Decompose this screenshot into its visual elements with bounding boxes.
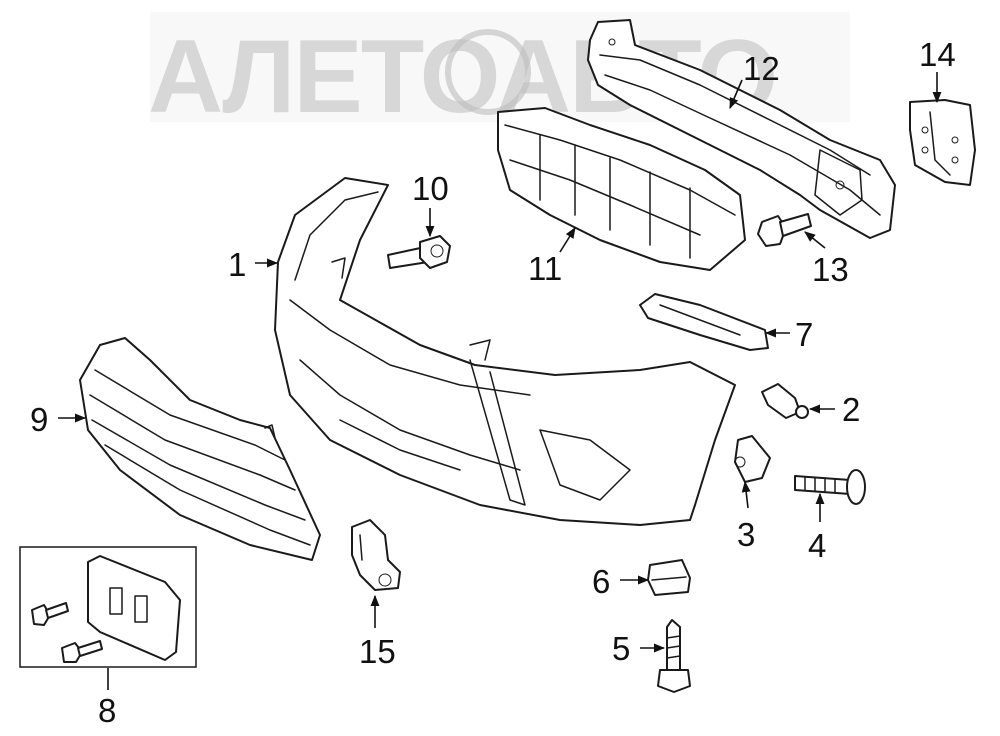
callout-6: 6 <box>592 563 610 600</box>
callout-15: 15 <box>359 633 396 670</box>
watermark-gear-icon <box>445 29 531 115</box>
callout-12: 12 <box>743 50 780 87</box>
callout-7: 7 <box>795 316 813 353</box>
bolt-10 <box>387 235 451 269</box>
license-bracket-kit <box>19 546 197 668</box>
side-clip <box>351 519 401 591</box>
callout-9: 9 <box>30 401 48 438</box>
nut-clip <box>734 435 771 483</box>
callout-labels: 1 2 3 4 5 6 7 8 9 10 11 12 13 14 15 <box>30 36 956 729</box>
square-clip <box>647 559 691 596</box>
callout-11: 11 <box>528 250 562 287</box>
callout-3: 3 <box>737 516 755 553</box>
callout-8: 8 <box>98 692 116 729</box>
bumper-cover <box>274 177 736 526</box>
lower-grille <box>79 337 321 561</box>
bolt-13 <box>757 213 812 247</box>
callout-14: 14 <box>919 36 956 73</box>
reinforcement-beam <box>587 19 896 239</box>
side-bracket <box>909 99 976 186</box>
callout-13: 13 <box>812 251 849 288</box>
leader-lines <box>58 72 942 690</box>
energy-absorber <box>497 107 746 271</box>
callout-5: 5 <box>612 630 630 667</box>
callout-4: 4 <box>808 527 826 564</box>
push-clip <box>761 383 809 419</box>
callout-10: 10 <box>412 170 449 207</box>
bolt-4 <box>794 469 866 505</box>
retainer-strip <box>639 293 769 351</box>
callout-1: 1 <box>228 246 246 283</box>
bolt-5 <box>657 619 691 693</box>
callout-2: 2 <box>842 391 860 428</box>
